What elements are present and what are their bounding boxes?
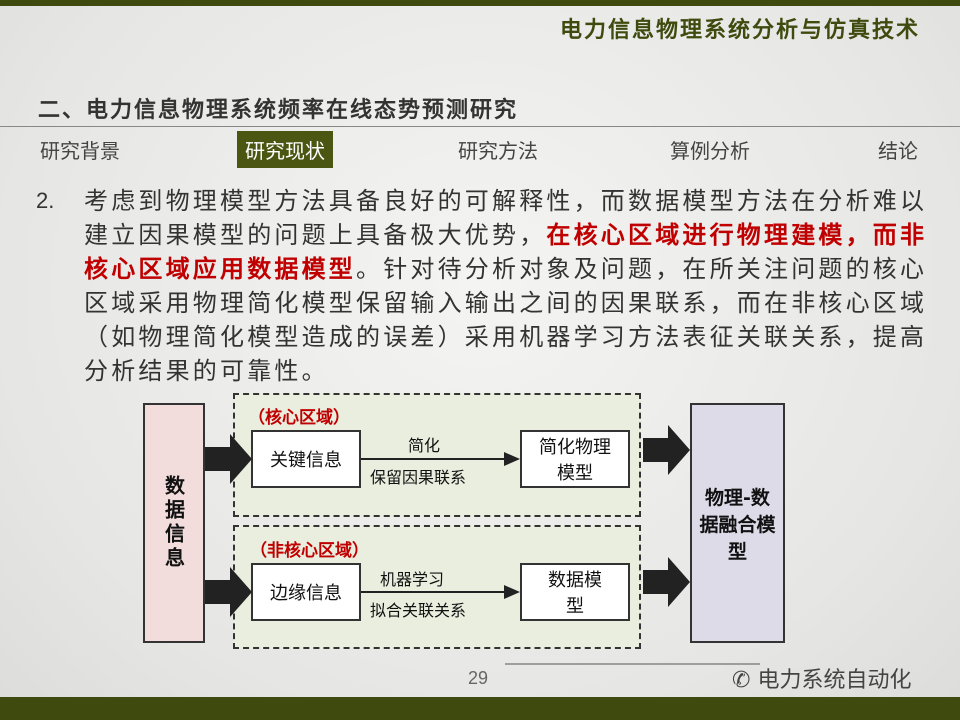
arrow-icon [361, 585, 520, 599]
line: 考虑到物理模型方法具备良好的可解释性，而数据模型方法在分析难以 [84, 184, 927, 218]
nav-case[interactable]: 算例分析 [670, 139, 750, 163]
course-title: 电力信息物理系统分析与仿真技术 [559, 17, 920, 43]
data-info-box: 数据信息 [143, 403, 205, 643]
arrow-icon [643, 425, 690, 475]
core-label: （核心区域） [248, 408, 350, 428]
line: 核心区域应用数据模型。针对待分析对象及问题，在所关注问题的核心 [84, 252, 927, 286]
arrow-icon [205, 434, 252, 484]
key-info-box: 关键信息 [251, 430, 361, 488]
body-paragraph: 考虑到物理模型方法具备良好的可解释性，而数据模型方法在分析难以 建立因果模型的问… [84, 184, 927, 388]
noncore-label: （非核心区域） [250, 541, 369, 561]
edge-label: 拟合关联关系 [370, 601, 467, 620]
edge-info-box: 边缘信息 [251, 563, 361, 621]
line: 建立因果模型的问题上具备极大优势，在核心区域进行物理建模，而非 [84, 218, 927, 252]
watermark: ✆ 电力系统自动化 [732, 662, 911, 694]
item-number: 2. [36, 188, 55, 213]
arrow-icon [361, 452, 520, 466]
bottom-bar [0, 697, 960, 720]
edge-label: 简化 [408, 436, 441, 455]
page-number: 29 [468, 668, 489, 688]
edge-label: 机器学习 [380, 570, 445, 589]
text: 建立因果模型的问题上具备极大优势， [84, 221, 547, 249]
edge-label: 保留因果联系 [370, 468, 467, 487]
text: 区域采用物理简化模型保留输入输出之间的因果联系，而在非核心区域 [84, 289, 928, 317]
line: 分析结果的可靠性。 [84, 354, 927, 388]
top-bar [0, 0, 960, 6]
line: （如物理简化模型造成的误差）采用机器学习方法表征关联关系，提高 [84, 320, 927, 354]
text: 分析结果的可靠性。 [84, 357, 329, 385]
highlight: 在核心区域进行物理建模，而非 [546, 220, 928, 249]
highlight: 核心区域应用数据模型 [84, 254, 356, 283]
text: 考虑到物理模型方法具备良好的可解释性，而数据模型方法在分析难以 [84, 187, 928, 215]
divider [0, 126, 960, 127]
section-title: 二、电力信息物理系统频率在线态势预测研究 [38, 97, 519, 123]
text: 。针对待分析对象及问题，在所关注问题的核心 [356, 255, 928, 283]
text: （如物理简化模型造成的误差）采用机器学习方法表征关联关系，提高 [84, 323, 928, 351]
fusion-model-box: 物理-数据融合模型 [690, 403, 785, 643]
wechat-icon: ✆ [732, 668, 758, 693]
arrow-icon [205, 567, 252, 617]
simplified-physical-model-box: 简化物理模型 [520, 430, 630, 488]
data-model-box: 数据模型 [520, 563, 630, 621]
nav-background[interactable]: 研究背景 [40, 139, 120, 163]
nav-status[interactable]: 研究现状 [237, 131, 333, 168]
nav-method[interactable]: 研究方法 [458, 139, 538, 163]
arrow-icon [643, 557, 690, 607]
line: 区域采用物理简化模型保留输入输出之间的因果联系，而在非核心区域 [84, 286, 927, 320]
nav-conclusion[interactable]: 结论 [878, 139, 918, 163]
watermark-text: 电力系统自动化 [757, 668, 912, 693]
